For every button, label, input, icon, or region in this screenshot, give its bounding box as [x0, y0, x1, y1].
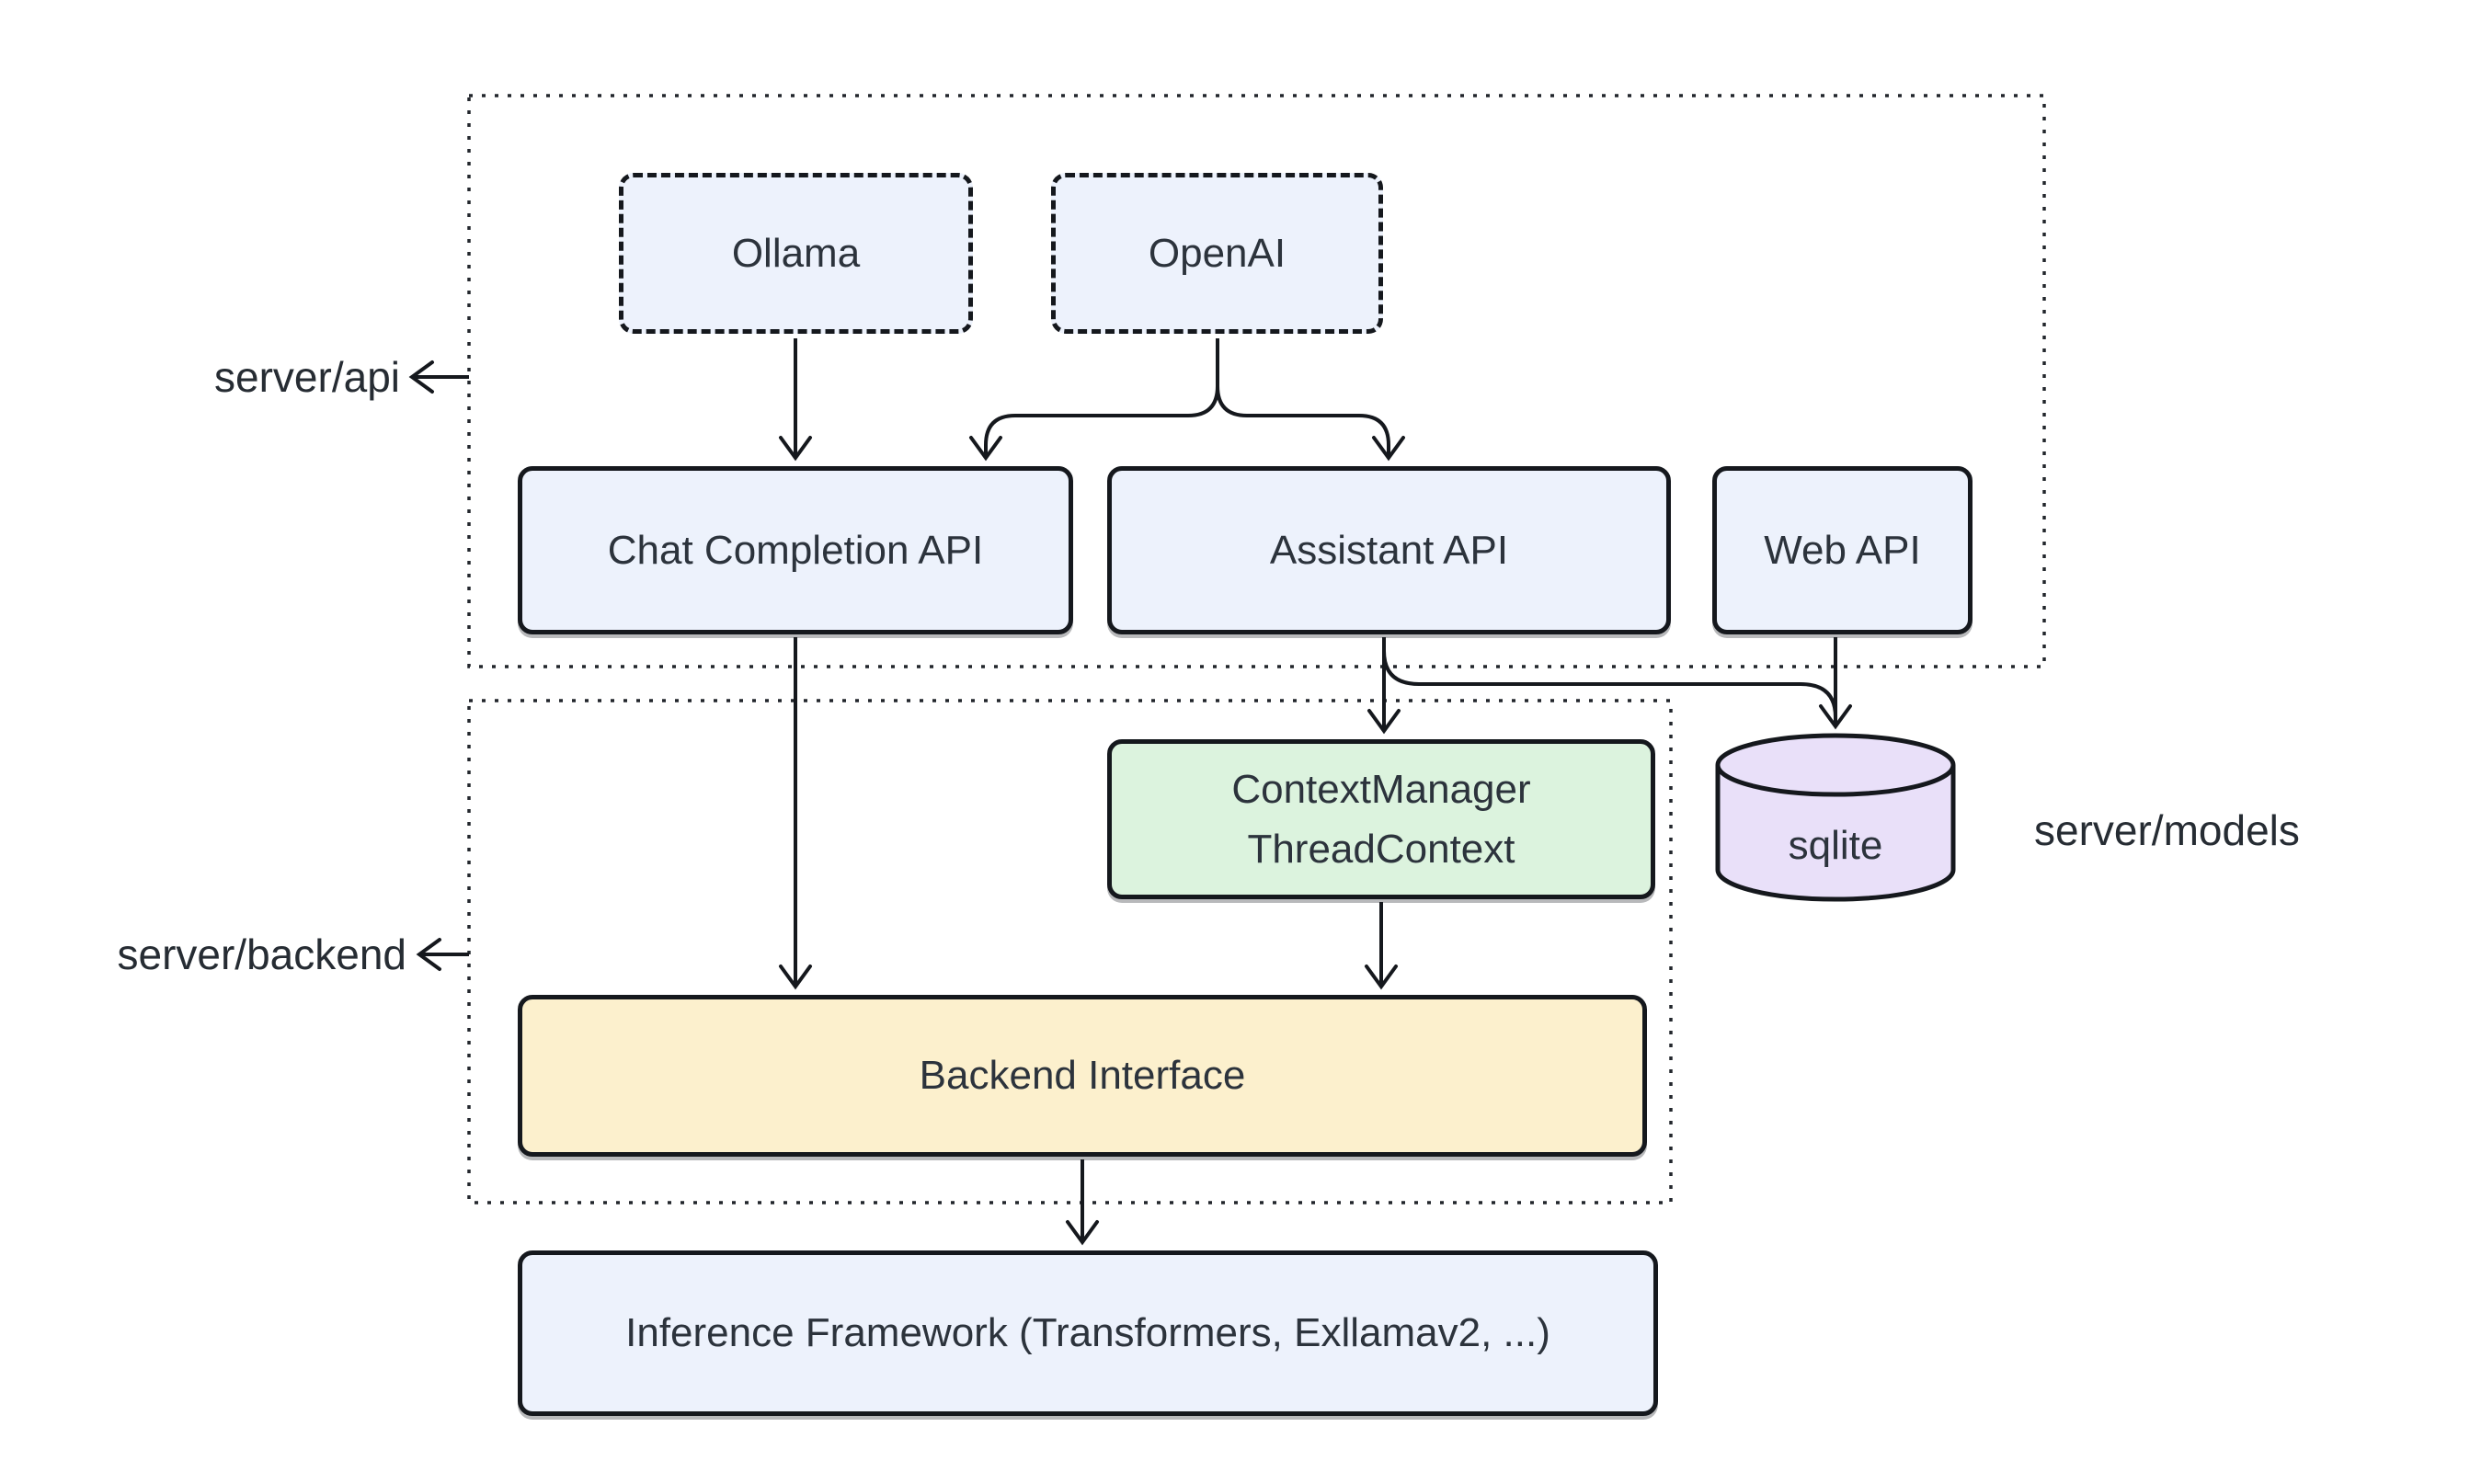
node-inference-framework-label: Inference Framework (Transformers, Exlla… [625, 1310, 1550, 1356]
node-ollama: Ollama [619, 173, 973, 334]
node-web-api-label: Web API [1764, 527, 1921, 573]
node-openai-label: OpenAI [1148, 230, 1286, 276]
sqlite-label: sqlite [1788, 823, 1883, 868]
server-api-container [467, 94, 2046, 668]
node-backend-interface: Backend Interface [518, 995, 1647, 1157]
node-assistant-api-label: Assistant API [1269, 527, 1509, 573]
context-manager-line1: ContextManager [1231, 766, 1531, 812]
sqlite-cylinder [1715, 733, 1956, 902]
server-api-label: server/api [214, 353, 400, 401]
node-assistant-api: Assistant API [1107, 466, 1671, 634]
node-web-api: Web API [1712, 466, 1973, 634]
sqlite-cylinder-top [1715, 733, 1956, 797]
server-backend-label: server/backend [117, 930, 407, 978]
node-chat-completion-api: Chat Completion API [518, 466, 1073, 634]
node-inference-framework: Inference Framework (Transformers, Exlla… [518, 1250, 1658, 1416]
node-ollama-label: Ollama [731, 230, 861, 276]
node-backend-interface-label: Backend Interface [919, 1053, 1246, 1099]
server-models-label: server/models [2034, 806, 2300, 854]
context-manager-line2: ThreadContext [1247, 827, 1515, 872]
node-openai: OpenAI [1051, 173, 1383, 334]
sqlite-cylinder-body [1715, 765, 1956, 902]
node-context-manager: ContextManager ThreadContext [1107, 739, 1655, 899]
node-context-manager-label: ContextManager ThreadContext [1231, 762, 1530, 877]
node-chat-completion-api-label: Chat Completion API [607, 527, 984, 573]
server-backend-container [467, 699, 1673, 1204]
